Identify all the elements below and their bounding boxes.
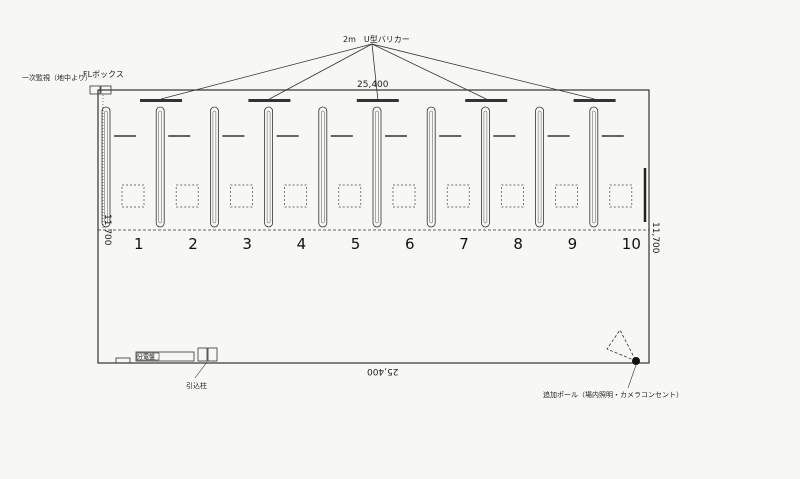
stall-dashed-square xyxy=(230,184,253,208)
primary-box-label: 一次監視（地中より） xyxy=(22,74,92,82)
stall-divider-inner xyxy=(592,110,596,224)
u-barricade xyxy=(465,99,508,102)
stall-divider-inner xyxy=(104,110,108,224)
pole-light-sector xyxy=(606,329,637,362)
stall-divider-inner xyxy=(321,110,325,224)
stall-dashed-square xyxy=(121,184,145,208)
space-number: 3 xyxy=(242,235,252,253)
left-dimension: 11,700 xyxy=(102,214,112,246)
u-barricade xyxy=(248,99,291,102)
fl-box-shape xyxy=(89,85,101,95)
stall-divider xyxy=(426,106,436,228)
space-number: 1 xyxy=(134,235,144,253)
stall-dashed-square xyxy=(338,184,362,208)
stall-dashed-square xyxy=(284,184,307,208)
space-number: 10 xyxy=(621,235,641,253)
barricade-leader xyxy=(371,43,487,100)
stall-divider xyxy=(101,106,111,228)
stall-dashed-square xyxy=(175,184,199,208)
barricade-leader xyxy=(160,43,373,100)
space-number: 8 xyxy=(513,235,523,253)
stall-divider-inner xyxy=(537,110,542,224)
top-dimension: 25,400 xyxy=(357,80,389,90)
u-barricade xyxy=(356,99,399,102)
stall-divider xyxy=(589,106,599,228)
stall-divider-inner xyxy=(375,110,379,224)
stall-divider xyxy=(264,106,274,228)
barricade-label: 2m U型バリカー xyxy=(343,35,410,44)
stall-divider xyxy=(318,106,328,228)
u-barricade xyxy=(140,99,182,102)
fl-box-label: FLボックス xyxy=(83,70,124,79)
stall-divider-inner xyxy=(483,110,488,224)
space-number: 9 xyxy=(567,235,578,253)
pole-leader xyxy=(627,364,637,389)
barricade-leader xyxy=(371,43,595,100)
stall-dashed-square xyxy=(446,184,470,208)
stall-divider-inner xyxy=(266,110,271,224)
stall-divider xyxy=(155,106,165,228)
panel-box-inner xyxy=(136,352,160,361)
space-number: 6 xyxy=(405,235,415,253)
meter-label: 引込柱 xyxy=(186,382,207,390)
right-dimension: 11,700 xyxy=(650,222,660,254)
bottom-dimension: 25,400 xyxy=(367,366,399,376)
space-number: 2 xyxy=(188,235,198,253)
stall-divider xyxy=(209,106,219,228)
primary-box-shape xyxy=(100,85,112,95)
space-number: 4 xyxy=(296,235,307,253)
meter-leader xyxy=(194,361,208,379)
stall-dashed-square xyxy=(609,184,633,208)
lot-boundary xyxy=(97,89,650,364)
stall-divider xyxy=(535,106,544,228)
left-bottom-box xyxy=(115,357,131,364)
pole-label: 追加ポール（場内照明・カメラコンセント） xyxy=(543,391,683,399)
stall-dashed-square xyxy=(392,184,416,208)
stall-divider-inner xyxy=(158,110,162,224)
space-number: 7 xyxy=(459,235,469,253)
barricade-leader xyxy=(371,43,379,100)
stall-dashed-square xyxy=(555,184,578,208)
stall-divider-inner xyxy=(429,110,433,224)
stall-divider xyxy=(372,106,382,228)
panel-label: 分電盤 xyxy=(137,354,156,361)
pole-icon xyxy=(632,357,640,365)
stall-dashed-square xyxy=(501,184,524,208)
stall-divider-inner xyxy=(212,110,217,224)
barricade-leader xyxy=(269,43,373,100)
u-barricade xyxy=(573,99,616,102)
space-number: 5 xyxy=(350,235,361,253)
meter-box-2 xyxy=(207,347,218,362)
panel-box xyxy=(135,351,195,362)
meter-box-1 xyxy=(197,347,208,362)
stall-divider xyxy=(480,106,490,228)
